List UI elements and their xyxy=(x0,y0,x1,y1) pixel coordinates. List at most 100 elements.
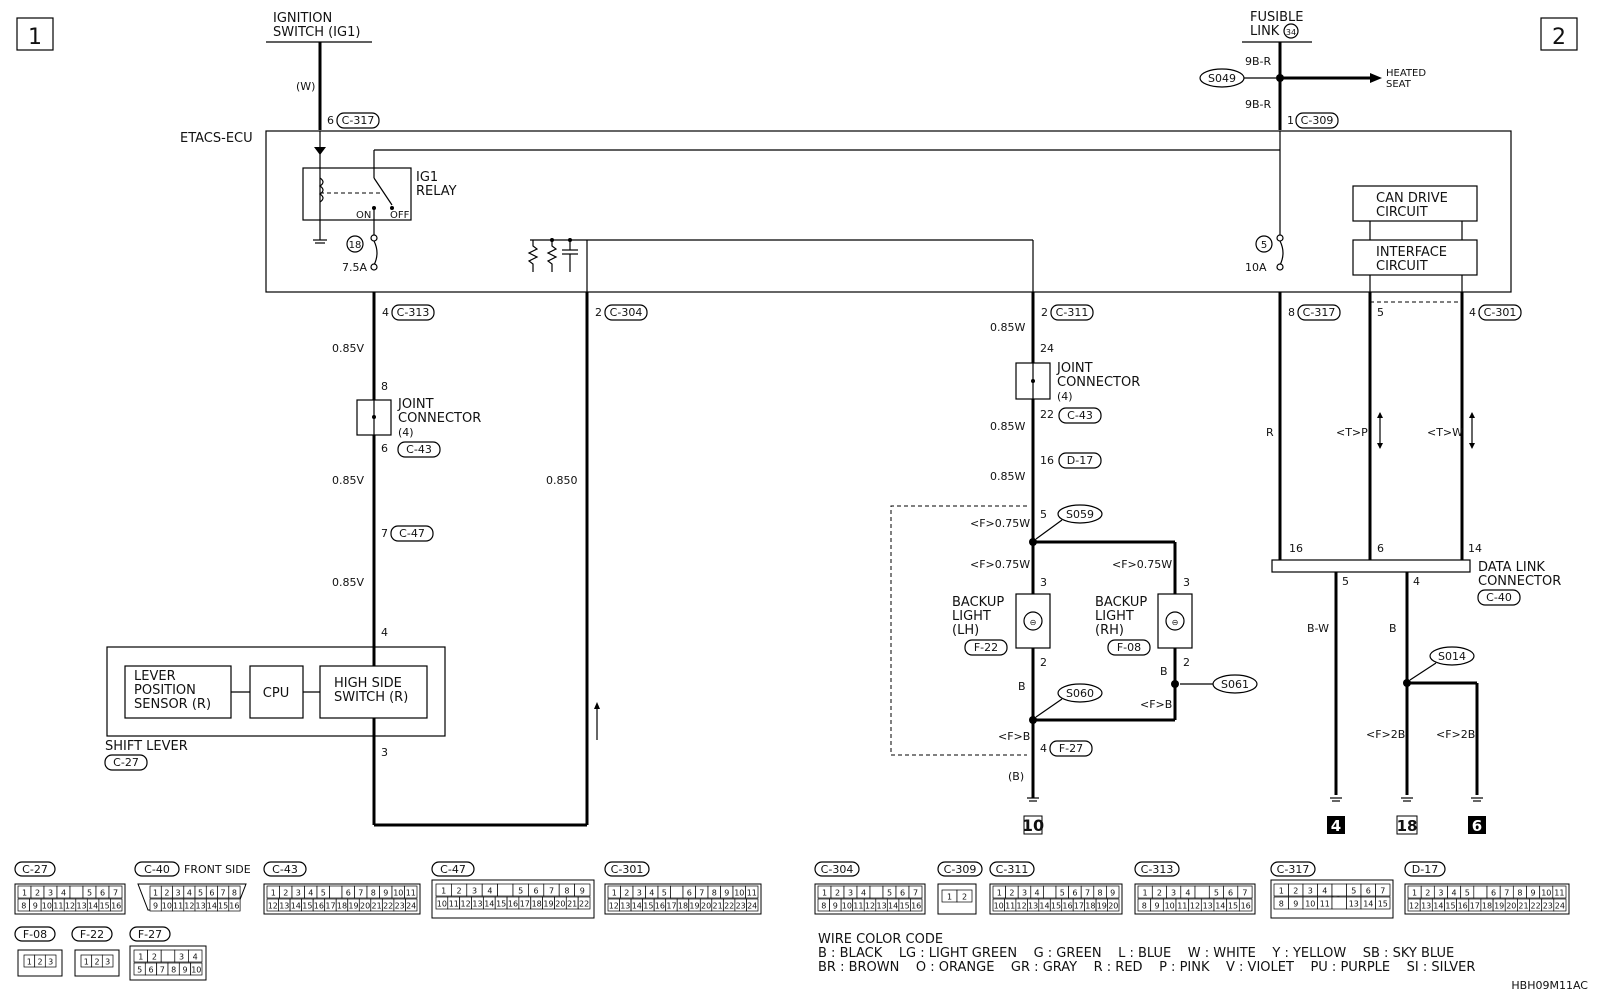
legend-pin-number: 2 xyxy=(1425,889,1430,898)
svg-text:C-27: C-27 xyxy=(22,863,48,876)
legend-pin-number: 6 xyxy=(1072,889,1077,898)
legend-pin-number: 12 xyxy=(268,902,278,911)
legend-pin-number: 18 xyxy=(1085,902,1095,911)
legend-pin-cell xyxy=(1473,885,1488,899)
legend-pin-number: 16 xyxy=(111,902,121,911)
legend-pin-number: 22 xyxy=(724,902,734,911)
ignition-switch-label: IGNITION SWITCH (IG1) xyxy=(266,11,372,43)
pin-c309-1: 1 xyxy=(1287,114,1294,127)
legend-pin-number: 19 xyxy=(543,900,553,909)
wire-color-b-rh: B xyxy=(1160,665,1168,678)
etacs-ecu-label: ETACS-ECU xyxy=(180,131,253,146)
splice-tag-s061: S061 xyxy=(1180,674,1258,694)
legend-pin-number: 11 xyxy=(747,889,757,898)
legend-pin-number: 5 xyxy=(662,889,667,898)
legend-pin-number: 1 xyxy=(27,958,32,967)
legend-pin-number: 19 xyxy=(689,902,699,911)
legend-pin-number: 12 xyxy=(1017,902,1027,911)
legend-pin-number: 18 xyxy=(1482,902,1492,911)
svg-text:5: 5 xyxy=(1261,240,1267,251)
legend-pin-number: 21 xyxy=(1518,902,1528,911)
wire-color-f2b-1: <F>2B xyxy=(1366,728,1405,741)
wire-color-085o: 0.850 xyxy=(546,474,578,487)
wire-color-b-lh: B xyxy=(1018,680,1026,693)
legend-pin-number: 15 xyxy=(496,900,506,909)
svg-text:JOINT: JOINT xyxy=(397,397,434,412)
pin-c47-7: 7 xyxy=(381,527,388,540)
legend-f08: F-08 xyxy=(14,926,63,977)
legend-pin-number: 3 xyxy=(1171,889,1176,898)
svg-text:10: 10 xyxy=(1022,816,1044,835)
splice-tag-s059: S059 xyxy=(1035,504,1103,540)
wire-color-f075w-3: <F>0.75W xyxy=(1112,558,1172,571)
wire-color-tp: <T>P xyxy=(1336,426,1368,439)
legend-pin-number: 1 xyxy=(22,889,27,898)
legend-pin-number: 16 xyxy=(314,902,324,911)
legend-pin-number: 8 xyxy=(712,889,717,898)
legend-pin-number: 15 xyxy=(1445,902,1455,911)
wire-color-b-paren: (B) xyxy=(1008,770,1024,783)
svg-text:S014: S014 xyxy=(1438,650,1466,663)
pin-jc-24: 24 xyxy=(1040,342,1054,355)
legend-pin-number: 3 xyxy=(848,889,853,898)
legend-pin-number: 16 xyxy=(911,902,921,911)
svg-text:B : BLACK LG : LIGHT GREEN: B : BLACK LG : LIGHT GREEN G : GREEN L :… xyxy=(818,946,1454,961)
legend-pin-cell xyxy=(1553,898,1567,912)
legend-pin-number: 14 xyxy=(1363,900,1373,909)
legend-pin-number: 1 xyxy=(1143,889,1148,898)
legend-pin-cell xyxy=(1194,885,1210,899)
wire-color-085w-3: 0.85W xyxy=(990,470,1025,483)
legend-pin-number: 8 xyxy=(371,889,376,898)
legend-pin-number: 8 xyxy=(1279,900,1284,909)
pin-lh-2: 2 xyxy=(1040,656,1047,669)
legend-pin-number: 5 xyxy=(321,889,326,898)
pin-c301-4: 4 xyxy=(1469,306,1476,319)
legend-pin-number: 7 xyxy=(913,889,918,898)
legend-pin-number: 14 xyxy=(632,902,642,911)
svg-text:C-40: C-40 xyxy=(1486,591,1512,604)
legend-pin-number: 10 xyxy=(842,902,852,911)
legend-pin-number: 7 xyxy=(549,887,554,896)
connector-tag-c43-centre: C-43 xyxy=(1058,407,1102,424)
legend-pin-number: 13 xyxy=(196,902,206,911)
legend-pin-number: 2 xyxy=(94,958,99,967)
legend-pin-number: 14 xyxy=(207,902,217,911)
pin-rh-2: 2 xyxy=(1183,656,1190,669)
pin-5: 5 xyxy=(1040,508,1047,521)
legend-pin-number: 24 xyxy=(1555,902,1565,911)
legend-pin-number: 10 xyxy=(162,902,172,911)
legend-pin-number: 15 xyxy=(1378,900,1388,909)
svg-text:C-301: C-301 xyxy=(611,863,644,876)
svg-text:C-27: C-27 xyxy=(113,756,139,769)
legend-pin-cell xyxy=(956,889,973,903)
legend-pin-number: 14 xyxy=(1215,902,1225,911)
legend-pin-number: 23 xyxy=(395,902,405,911)
legend-pin-number: 24 xyxy=(747,902,757,911)
svg-text:LEVER: LEVER xyxy=(134,669,176,684)
legend-pin-number: 8 xyxy=(21,902,26,911)
legend-pin-number: 23 xyxy=(1543,902,1553,911)
legend-pin-number: 7 xyxy=(1504,889,1509,898)
legend-pin-number: 13 xyxy=(1203,902,1213,911)
svg-text:⊖: ⊖ xyxy=(1030,618,1037,627)
legend-pin-cell xyxy=(1331,896,1347,910)
connector-tag-c317-bottom: C-317 xyxy=(1297,304,1341,321)
legend-pin-number: 5 xyxy=(87,889,92,898)
legend-pin-number: 4 xyxy=(308,889,313,898)
svg-text:C-301: C-301 xyxy=(1484,306,1517,319)
legend-pin-number: 15 xyxy=(1051,902,1061,911)
legend-pin-number: 19 xyxy=(348,902,358,911)
svg-text:⊖: ⊖ xyxy=(1172,618,1179,627)
ground-symbol-18: 18 xyxy=(1396,797,1418,835)
splice-dot-s061 xyxy=(1171,680,1179,688)
legend-pin-number: 20 xyxy=(360,902,370,911)
svg-text:F-22: F-22 xyxy=(974,641,998,654)
legend-pin-number: 12 xyxy=(1190,902,1200,911)
legend-pin-number: 14 xyxy=(484,900,494,909)
backup-rh-label-3: (RH) xyxy=(1095,623,1124,638)
legend-pin-number: 15 xyxy=(1228,902,1238,911)
legend-pin-number: 8 xyxy=(821,902,826,911)
